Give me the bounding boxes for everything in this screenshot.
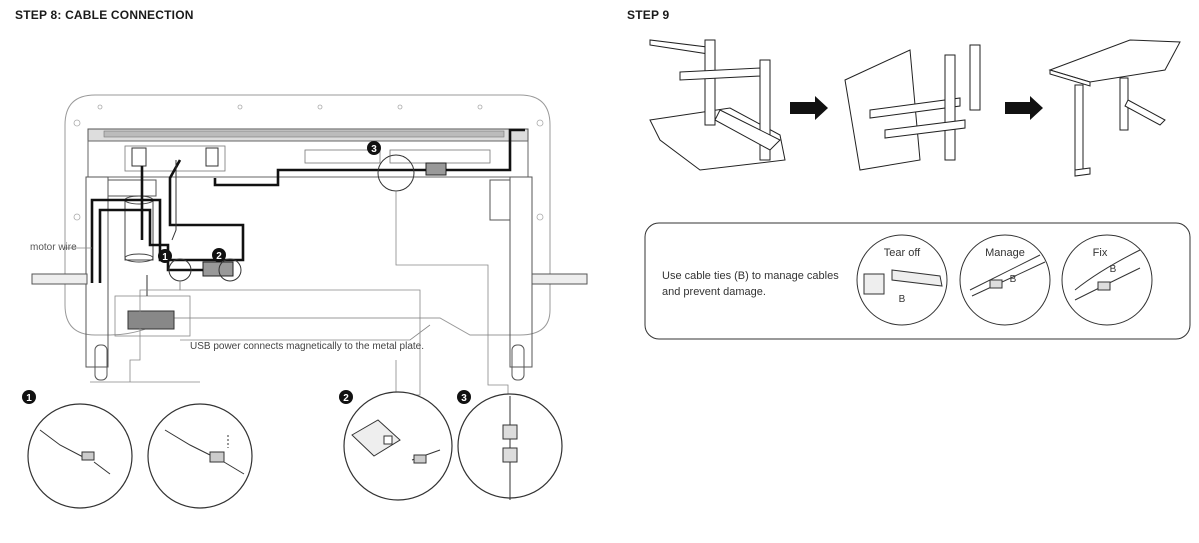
cable-connection-diagram: 1 2 3 motor wire USB power connects magn…: [22, 94, 588, 509]
step9-title: STEP 9: [627, 8, 670, 22]
motor-wire-label: motor wire: [30, 242, 77, 253]
detail-badge-1: 1: [26, 393, 32, 404]
tear-off-label: Tear off: [884, 247, 921, 259]
fix-circle: [1061, 234, 1153, 326]
tip-text-line1: Use cable ties (B) to manage cables: [662, 270, 839, 282]
callout-2: 2: [216, 251, 222, 262]
manage-circle: [959, 234, 1051, 326]
detail-badge-2: 2: [343, 393, 349, 404]
flip-desk-diagram: Use cable ties (B) to manage cables and …: [644, 39, 1191, 340]
manage-label: Manage: [985, 247, 1025, 259]
detail-badge-3: 3: [461, 393, 467, 404]
step8-title: STEP 8: CABLE CONNECTION: [15, 8, 194, 22]
tip-text-line2: and prevent damage.: [662, 286, 766, 298]
detail-circle-2: [343, 391, 453, 501]
callout-1: 1: [162, 252, 168, 263]
detail-circle-1a: [27, 403, 133, 509]
detail-circle-1b: [147, 403, 253, 509]
fix-part: B: [1110, 264, 1117, 275]
usb-note: USB power connects magnetically to the m…: [190, 341, 424, 352]
manage-part: B: [1010, 274, 1017, 285]
tear-off-part: B: [899, 294, 906, 305]
callout-3: 3: [371, 144, 377, 155]
fix-label: Fix: [1093, 247, 1108, 259]
